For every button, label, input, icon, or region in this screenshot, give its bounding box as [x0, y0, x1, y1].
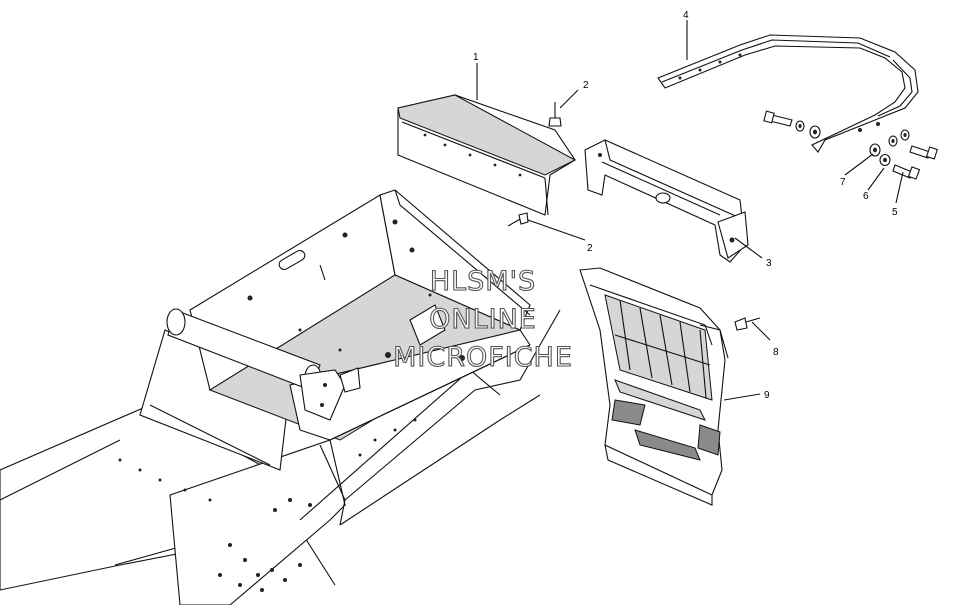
watermark: HLSM'S ONLINE MICROFICHE: [393, 265, 573, 373]
part-6-washers: [795, 120, 898, 167]
storage-box: [189, 189, 531, 441]
watermark-line-3: MICROFICHE: [393, 342, 573, 373]
part-2-screw-upper: [548, 102, 562, 127]
part-5-bolts: [763, 110, 939, 180]
tunnel-holes: [118, 418, 417, 592]
callout-2-upper: 2: [583, 80, 589, 91]
part-3-bracket: [584, 139, 749, 263]
watermark-line-1: HLSM'S: [430, 266, 536, 297]
part-9-snow-flap: [579, 267, 729, 506]
part-8-screw: [734, 317, 761, 331]
part-7-nuts: [809, 125, 910, 157]
part-1-cover-panel: [397, 94, 577, 216]
part-4-rear-bumper: [657, 34, 919, 153]
part-2-screw-lower: [507, 212, 529, 227]
callout-7: 7: [840, 177, 846, 188]
callout-4: 4: [683, 10, 689, 21]
callout-8: 8: [773, 347, 779, 358]
callout-9: 9: [764, 390, 770, 401]
callout-3: 3: [766, 258, 772, 269]
callouts: 1 2 2 3 4 5 6 7 8 9: [473, 10, 898, 401]
callout-1: 1: [473, 52, 479, 63]
callout-6: 6: [863, 191, 869, 202]
leader-lines: [476, 20, 904, 401]
callout-5: 5: [892, 207, 898, 218]
watermark-line-2: ONLINE: [429, 304, 537, 335]
chassis-roller: [166, 308, 361, 421]
callout-2-lower: 2: [587, 243, 593, 254]
